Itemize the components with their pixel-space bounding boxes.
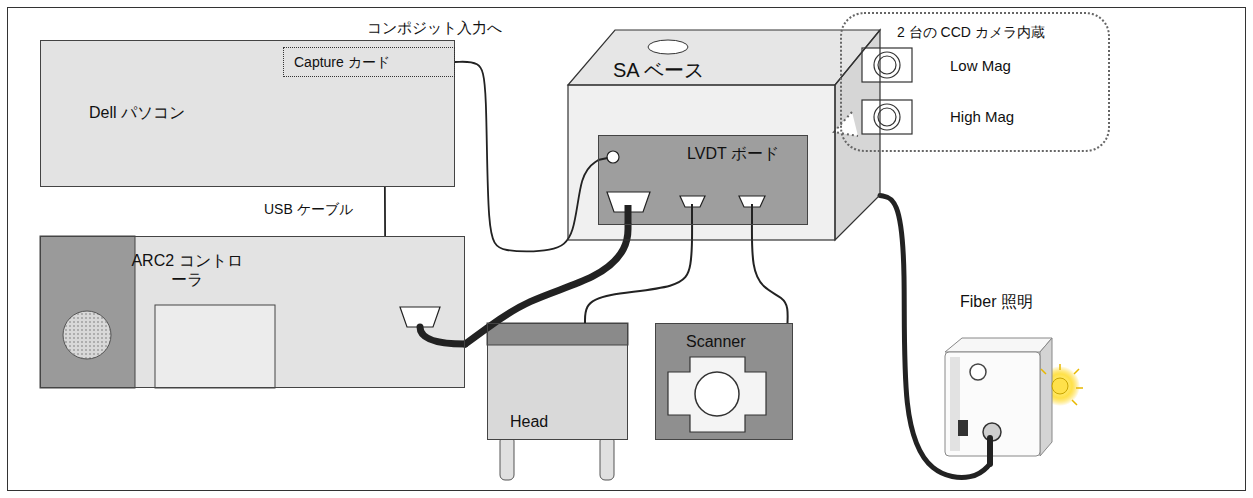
lamp-bulb [1052,378,1068,394]
wire-stub [751,204,753,225]
head-body [487,323,628,440]
controller-box: ARC2 コントローラ [40,236,465,388]
node-label: Dell パソコン [89,103,185,122]
callout-bubble: 2 台の CCD カメラ内蔵 [840,12,1110,152]
node-label: Head [510,412,548,431]
cable-label: USB ケーブル [262,201,355,218]
node-label: LVDT ボード [687,144,779,163]
node-label: 2 台の CCD カメラ内蔵 [897,24,1045,41]
scanner-stage [668,357,766,432]
node-label: ARC2 コントローラ [131,251,243,289]
camera-icon [862,100,912,134]
head-leg [500,436,514,480]
cable-line [384,187,386,236]
camera-lens [874,104,900,130]
cable-stub [420,327,465,344]
lamp-trim [950,357,960,451]
controller-body [40,236,465,388]
lamp-side [1040,338,1052,456]
head-band [487,323,628,345]
cable-line [465,225,628,344]
wire-stub [598,158,608,160]
controller-side-panel [40,236,135,388]
node-label: Capture カード [294,54,390,71]
controller-panel [155,305,275,388]
base-top-outline [568,30,880,85]
base-front-outline [568,85,835,240]
cable-line [455,62,598,252]
lamp-switch [958,420,968,436]
scanner-body [655,323,793,440]
base-unit: SA ベース LVDT ボード [568,28,880,240]
lamp-top [945,338,1052,352]
light-source: Fiber 照明 [925,292,1070,464]
camera-icon [862,48,912,82]
base-front-face [568,85,835,240]
camera-lens [878,108,896,126]
scanner-aperture [695,372,739,416]
node-label: Scanner [686,332,746,351]
node-label: Fiber 照明 [960,292,1033,311]
board-face [598,135,808,225]
lamp-knob [970,364,986,380]
camera-label: High Mag [950,108,1014,126]
capture-card: Capture カード [283,47,455,77]
node-label: SA ベース [613,58,704,82]
lamp-rays [1041,364,1083,405]
composite-jack [607,151,619,163]
camera-lens [874,52,900,78]
head-unit: Head [487,323,628,440]
scanner-unit: Scanner [655,323,793,440]
base-lens-port [648,40,688,54]
computer-box: Dell パソコン Capture カード [40,40,455,187]
speaker-grille [63,311,111,359]
head-leg [600,436,614,480]
lvdt-board: LVDT ボード [598,135,808,225]
pc-body [40,40,455,187]
camera-lens [878,56,896,74]
cable-label: コンポジット入力へ [365,19,504,37]
base-top-face [568,30,880,85]
outer-frame [8,8,1246,491]
callout-pointer [834,112,858,136]
camera-label: Low Mag [950,57,1011,75]
cable-line [880,195,990,477]
cable-stub [987,438,993,464]
wire-stub [691,204,693,225]
